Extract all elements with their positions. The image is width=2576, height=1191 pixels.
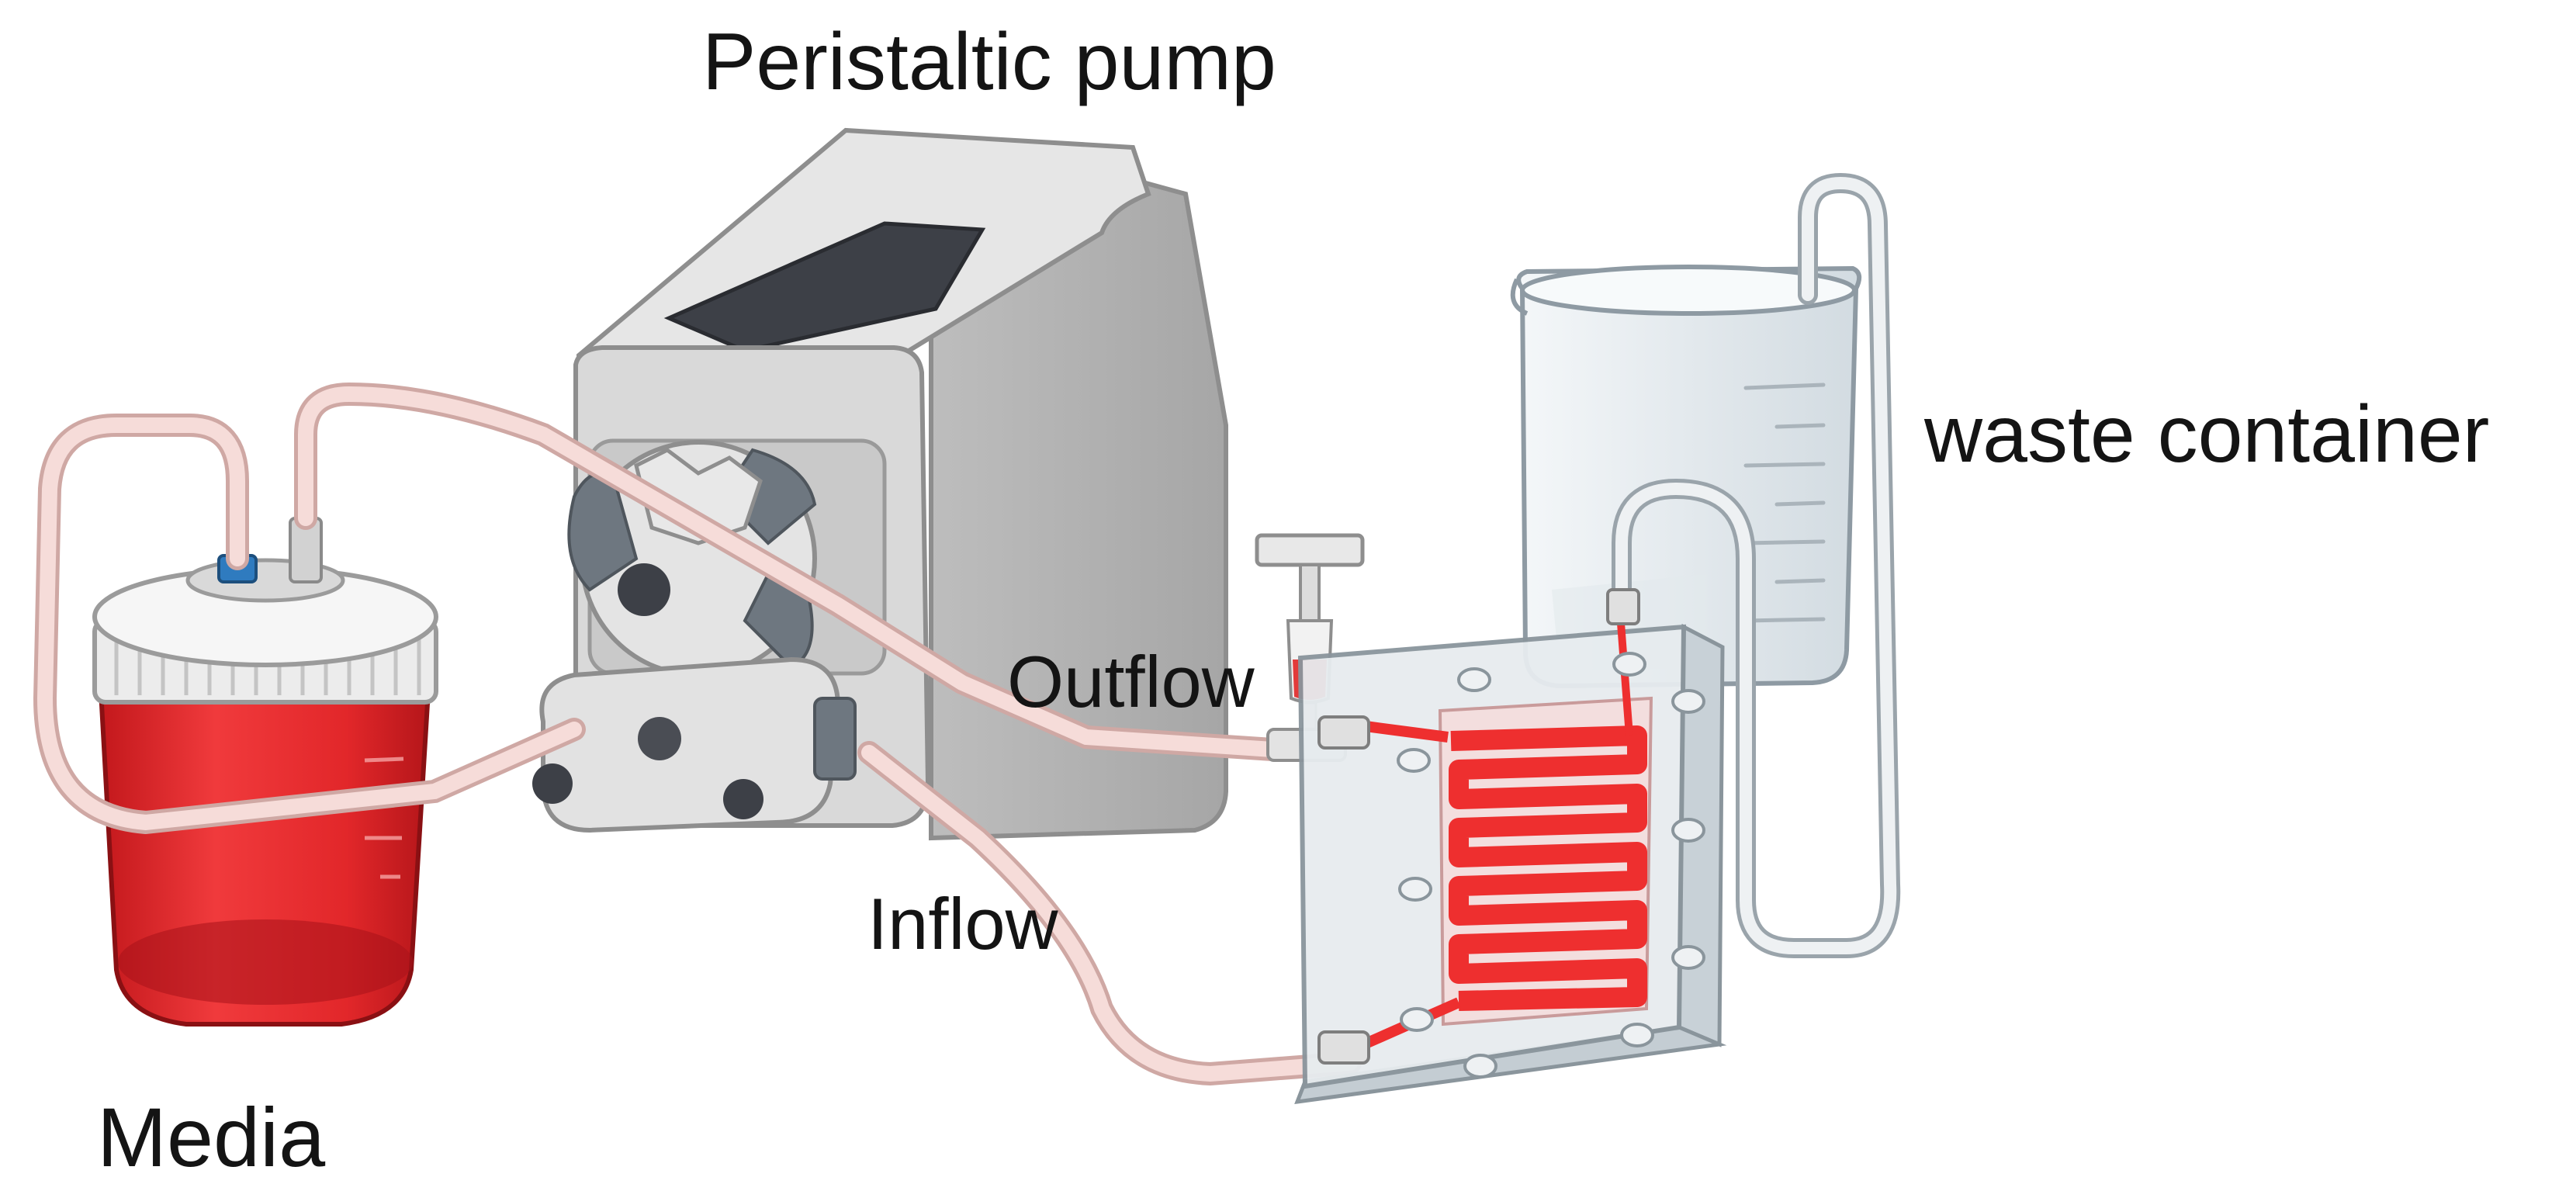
waste-tube [1612,172,1901,958]
outflow-label: Outflow [1007,641,1255,722]
peristaltic-pump [532,127,1228,841]
peristaltic-pump-label: Peristaltic pump [702,17,1276,107]
media-label: Media [97,1090,326,1184]
tubing [33,382,1362,1086]
waste-container-label: waste container [1924,389,2490,480]
media-bottle [92,517,438,1027]
waste-beaker [1510,265,1862,689]
microfluidic-chip [1294,588,1727,1105]
inflow-label: Inflow [867,883,1058,964]
